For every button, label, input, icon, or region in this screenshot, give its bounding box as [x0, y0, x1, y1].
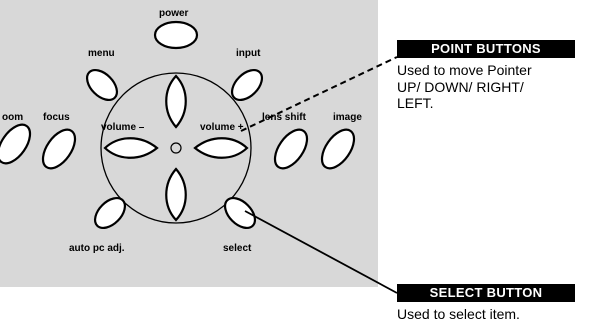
- select-button-description: Used to select item.: [397, 306, 520, 322]
- lens-shift-button: [273, 128, 309, 170]
- select-label: select: [223, 243, 252, 254]
- select-button-callout: SELECT BUTTON Used to select item.: [397, 284, 587, 323]
- point-left-button: [103, 137, 159, 159]
- input-label: input: [236, 48, 261, 59]
- point-buttons-title: POINT BUTTONS: [397, 40, 575, 58]
- focus-button: [41, 128, 77, 170]
- center-dot: [170, 142, 182, 154]
- point-right-button: [193, 137, 249, 159]
- image-button: [320, 128, 356, 170]
- select-button: [223, 196, 257, 230]
- power-label: power: [159, 8, 189, 19]
- point-up-button: [165, 74, 187, 129]
- volume-minus-label: volume –: [101, 122, 145, 133]
- point-down-button: [165, 167, 187, 222]
- select-button-title: SELECT BUTTON: [397, 284, 575, 302]
- zoom-label: oom: [2, 112, 23, 123]
- select-leader-line: [244, 210, 398, 294]
- image-label: image: [333, 112, 362, 123]
- power-button: [153, 20, 199, 50]
- volume-plus-label: volume +: [200, 122, 244, 133]
- point-leader-line: [240, 56, 398, 132]
- focus-label: focus: [43, 112, 70, 123]
- lens-shift-label: lens shift: [262, 112, 307, 123]
- point-buttons-callout: POINT BUTTONS Used to move Pointer UP/ D…: [397, 40, 587, 112]
- zoom-button: [0, 123, 32, 165]
- point-buttons-description: Used to move Pointer UP/ DOWN/ RIGHT/ LE…: [397, 62, 532, 111]
- menu-button: [85, 68, 119, 102]
- auto-pc-adj-label: auto pc adj.: [69, 243, 125, 254]
- point-buttons-ring: [100, 72, 252, 224]
- input-button: [230, 68, 264, 102]
- auto-pc-adj-button: [93, 196, 127, 230]
- menu-label: menu: [88, 48, 115, 59]
